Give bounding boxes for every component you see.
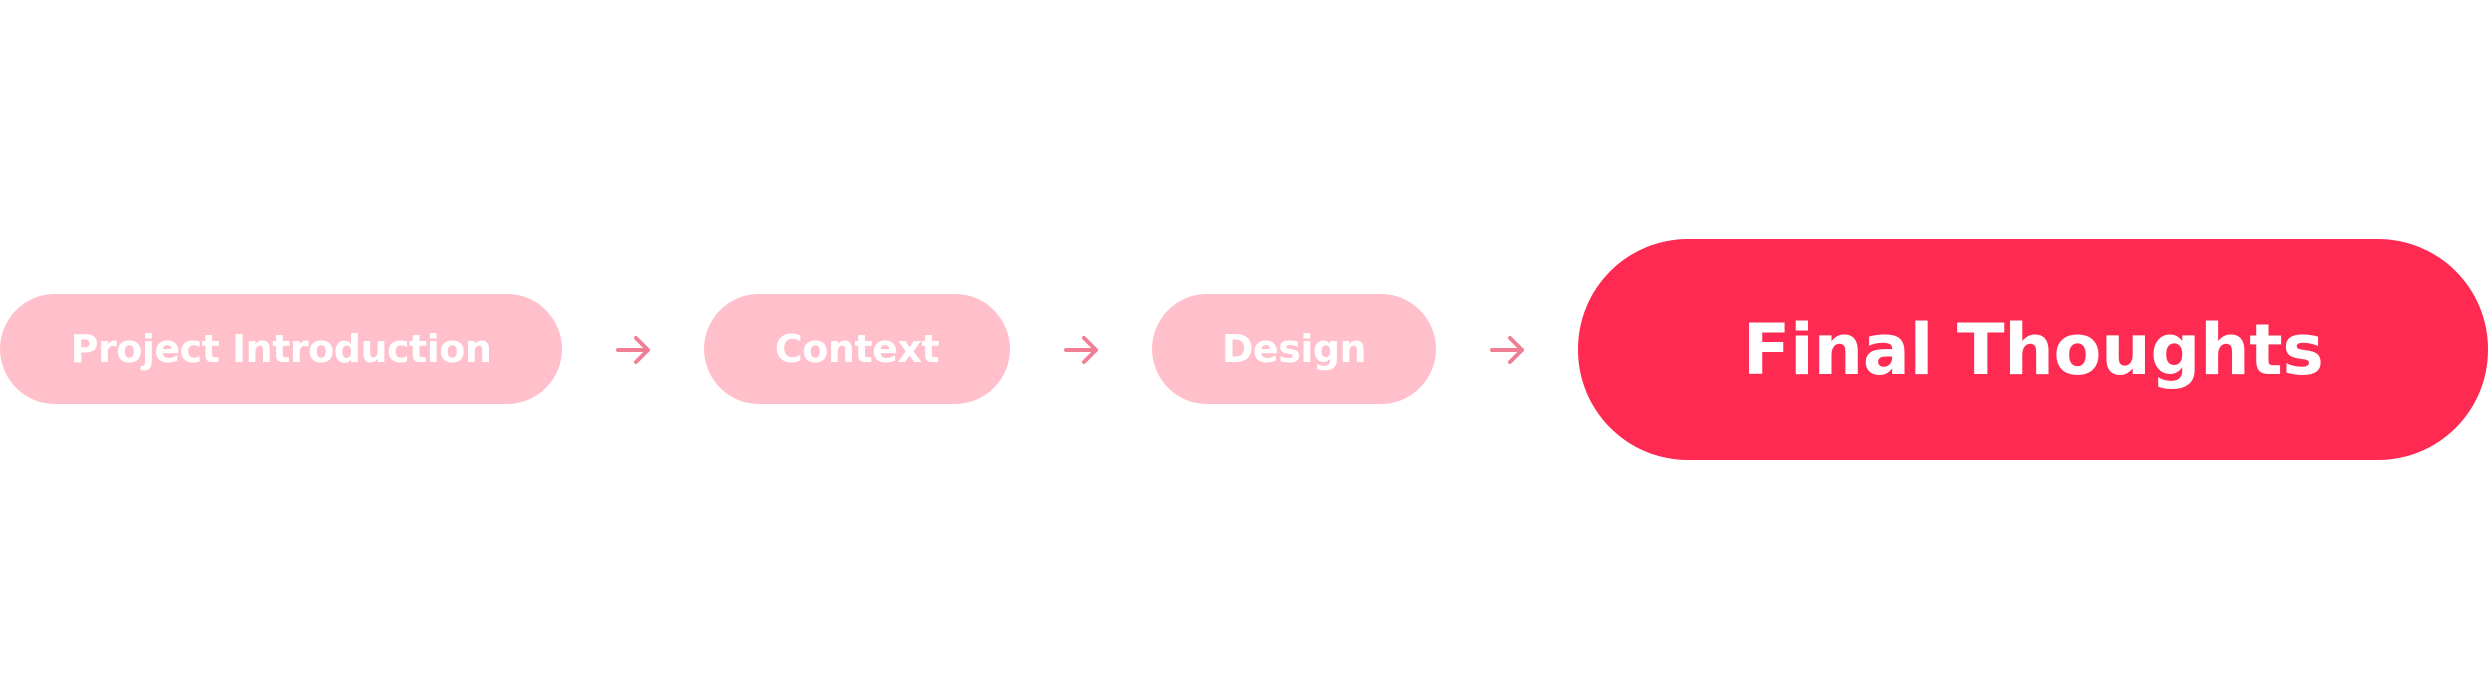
arrow-right-icon <box>614 332 654 368</box>
step-design[interactable]: Design <box>1152 294 1436 404</box>
arrow-right-icon <box>1062 332 1102 368</box>
step-final-thoughts[interactable]: Final Thoughts <box>1578 239 2488 460</box>
step-label: Final Thoughts <box>1742 308 2324 391</box>
step-context[interactable]: Context <box>704 294 1010 404</box>
arrow-right-icon <box>1488 332 1528 368</box>
step-label: Context <box>774 327 940 371</box>
step-label: Design <box>1221 327 1367 371</box>
step-project-introduction[interactable]: Project Introduction <box>0 294 562 404</box>
step-label: Project Introduction <box>70 327 492 371</box>
